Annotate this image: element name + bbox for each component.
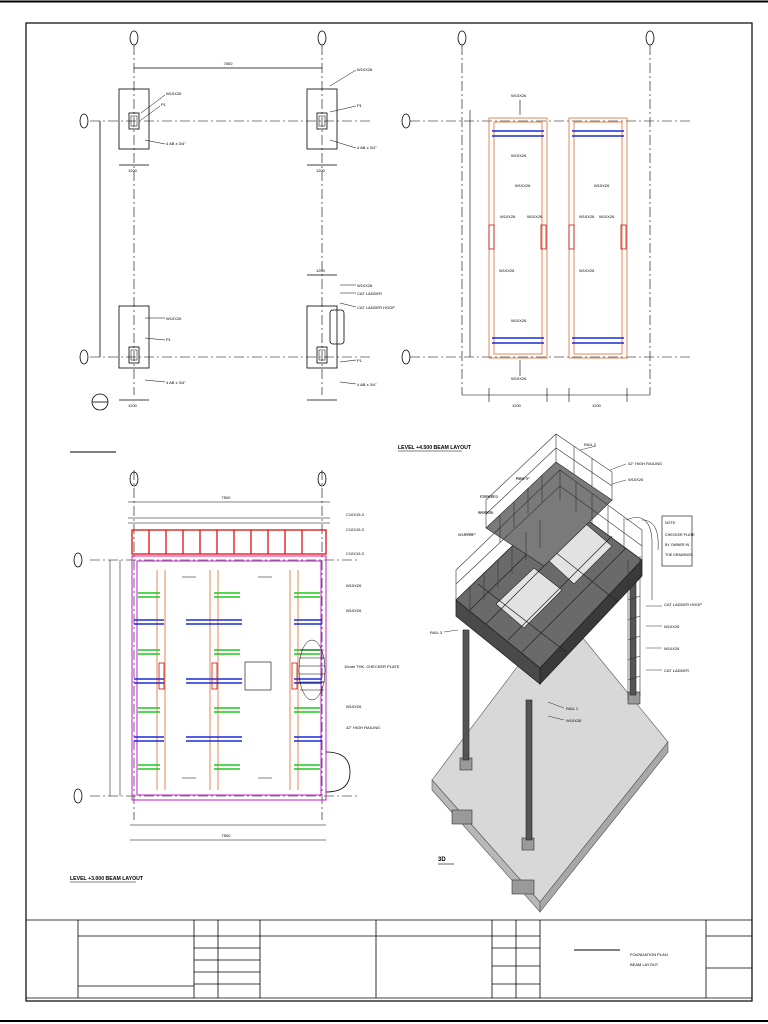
label-channel-d: C10X15.3 <box>480 494 499 499</box>
label-w10x26-x: W10X26 <box>664 646 680 651</box>
label-w10x26-n: W10X26 <box>579 268 595 273</box>
label-anchor-d: 4 AB x 3/4" <box>357 382 377 387</box>
dim-7500-lower: 7500 <box>222 495 232 500</box>
label-w10x26-o: W10X26 <box>511 318 527 323</box>
upper-beam-labels: W10X26 W10X26 W10X26 W10X26 W10X26 W10X2… <box>499 93 615 408</box>
label-rail1-a: RAIL 1 <box>516 476 529 481</box>
note-title: NOTE: <box>665 521 676 525</box>
title-line-2: BEAM LAYOUT <box>630 962 659 967</box>
label-w10x26-d: W10X26 <box>357 283 373 288</box>
iso-labels: RAIL 2 42" HIGH RAILING W10X26 RAIL 1 C1… <box>430 442 702 723</box>
label-w10x26-e: W10X26 <box>511 93 527 98</box>
dim-7500-top: 7500 <box>224 61 234 66</box>
label-w10x26-c: W10X26 <box>166 316 182 321</box>
label-w10x26-s: W10X26 <box>346 704 362 709</box>
label-w10x26-m: W10X26 <box>499 268 515 273</box>
note-line-1: CHECKER PLATE <box>665 533 695 537</box>
caption-lower-level: LEVEL +3.000 BEAM LAYOUT <box>70 876 144 882</box>
upper-beam-layout <box>401 30 690 402</box>
label-w10x26-y: W10X26 <box>566 718 582 723</box>
iso-view <box>431 433 693 913</box>
label-w10x26-q: W10X26 <box>346 583 362 588</box>
label-w10x26-u: W10X26 <box>478 510 494 515</box>
label-w10x26-h: W10X26 <box>594 183 610 188</box>
label-rail3: RAIL 3 <box>430 630 443 635</box>
label-rail1-b: RAIL 1 <box>566 706 579 711</box>
label-w10x26-w: W10X26 <box>664 624 680 629</box>
label-w10x26-l: W10X26 <box>599 214 615 219</box>
label-w10x26-f: W10X26 <box>511 153 527 158</box>
label-w10x26-a: W10X26 <box>166 91 182 96</box>
label-w10x26-k: W10X26 <box>579 214 595 219</box>
dim-bay-b: 1200 <box>592 403 602 408</box>
dim-pad-b: 1200 <box>316 168 326 173</box>
label-w10x26-g: W10X26 <box>515 183 531 188</box>
title-line-1: FOUNDATION PLAN <box>630 952 668 957</box>
label-w10x26-b: W10X26 <box>357 67 373 72</box>
caption-upper-level: LEVEL +4.500 BEAM LAYOUT <box>398 445 472 451</box>
label-p1-d: P1 <box>357 358 363 363</box>
label-cat-ladder-b: CAT LADDER <box>664 668 689 673</box>
label-p1-b: P1 <box>357 103 363 108</box>
grid-lines <box>90 45 370 395</box>
note-line-2: BY OWNER IN <box>665 543 689 547</box>
dim-pad-a: 1200 <box>128 168 138 173</box>
label-ladder-hoop-a: CAT LADDER HOOP <box>357 305 395 310</box>
label-channel-a: C10X15.3 <box>346 512 365 517</box>
footing-pads <box>118 88 345 369</box>
label-anchor-a: 4 AB x 3/4" <box>166 141 186 146</box>
label-w10x26-i: W10X26 <box>500 214 516 219</box>
lower-beam-layout <box>73 470 360 841</box>
dim-pad-c: 1200 <box>128 403 138 408</box>
label-handrail-b: 42" HIGH RAILING <box>628 461 662 466</box>
label-w10x26-v: W10X26 <box>458 532 474 537</box>
label-w10x26-p: W10X26 <box>511 376 527 381</box>
dim-pad-d: 1200 <box>316 268 326 273</box>
title-block <box>26 919 752 999</box>
label-w10x26-t: W10X26 <box>628 477 644 482</box>
label-w10x26-j: W10X26 <box>527 214 543 219</box>
label-checker-plate: 10mm THK. CHECKER PLATE <box>344 664 400 669</box>
label-ladder-hoop-b: CAT LADDER HOOP <box>664 602 702 607</box>
dim-bay-a: 1200 <box>512 403 522 408</box>
caption-3d: 3D <box>438 857 446 863</box>
foundation-plan-labels: W10X26 P1 4 AB x 3/4" W10X26 P1 4 AB x 3… <box>128 67 395 408</box>
foundation-plan: 7500 <box>79 30 370 411</box>
label-cat-ladder-a: CAT LADDER <box>357 291 382 296</box>
label-p1-c: P1 <box>166 337 172 342</box>
note-line-3: THE DRAWINGS <box>665 553 693 557</box>
lower-beam-labels: 7500 C10X15.3 C10X15.3 C10X15.3 W10X26 W… <box>222 495 400 838</box>
label-p1-a: P1 <box>161 102 167 107</box>
label-handrail-a: 42" HIGH RAILING <box>346 725 380 730</box>
label-rail2: RAIL 2 <box>584 442 597 447</box>
label-w10x26-r: W10X26 <box>346 608 362 613</box>
label-anchor-c: 4 AB x 3/4" <box>166 380 186 385</box>
grid-bubbles <box>79 30 327 365</box>
dim-7500-bottom: 7500 <box>222 833 232 838</box>
label-channel-c: C10X15.3 <box>346 551 365 556</box>
label-channel-b: C10X15.3 <box>346 527 365 532</box>
label-anchor-b: 4 AB x 3/4" <box>357 145 377 150</box>
